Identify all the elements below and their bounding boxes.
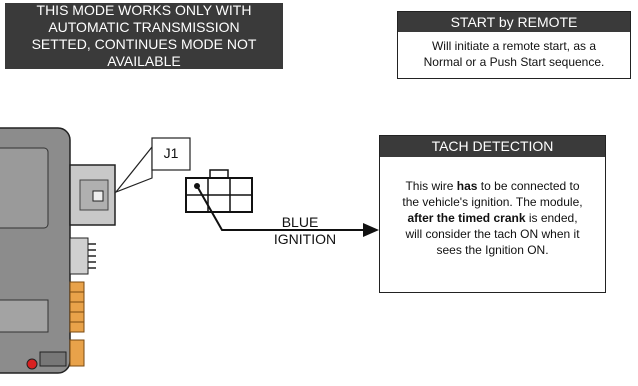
wire-function-label: IGNITION — [273, 231, 337, 247]
tach-line-5: sees the Ignition ON. — [436, 243, 549, 257]
status-led — [26, 358, 38, 370]
tach-line-2: the vehicle's ignition. The module, — [402, 195, 583, 209]
notice-line-4: AVAILABLE — [107, 53, 181, 69]
side-header-connector — [69, 237, 89, 275]
harness-plug — [185, 169, 253, 213]
orange-pin-header — [69, 281, 85, 333]
tach-line-4: will consider the tach ON when it — [405, 227, 580, 241]
tach-detection-title: TACH DETECTION — [380, 136, 605, 157]
start-remote-line-2: Normal or a Push Start sequence. — [423, 55, 605, 69]
j1-callout-pointer — [114, 145, 153, 194]
orange-pin-header-lower — [69, 339, 85, 367]
module-panel-upper — [0, 147, 49, 229]
module-panel-lower — [0, 299, 49, 333]
tach-line-1: This wire has to be connected to — [405, 179, 580, 193]
start-remote-body: Will initiate a remote start, as a Norma… — [398, 32, 630, 70]
wire-color-label: BLUE — [281, 214, 319, 230]
ignition-wire — [196, 185, 366, 231]
tach-detection-body: This wire has to be connected to the veh… — [380, 157, 605, 258]
notice-line-3: SETTED, CONTINUES MODE NOT — [31, 36, 257, 52]
wire-arrowhead — [363, 223, 379, 237]
notice-line-1: THIS MODE WORKS ONLY WITH — [36, 2, 252, 18]
transmission-notice: THIS MODE WORKS ONLY WITH AUTOMATIC TRAN… — [5, 2, 283, 69]
start-remote-title: START by REMOTE — [398, 12, 630, 32]
tach-detection-card: TACH DETECTION This wire has to be conne… — [379, 135, 606, 293]
notice-line-2: AUTOMATIC TRANSMISSION — [48, 19, 240, 35]
start-remote-line-1: Will initiate a remote start, as a — [431, 39, 597, 53]
j1-connector-pin — [92, 190, 104, 202]
j1-callout-box — [151, 137, 191, 171]
module-bottom-block — [39, 351, 67, 367]
j1-label: J1 — [163, 145, 179, 161]
remote-starter-module — [0, 127, 116, 374]
start-remote-card: START by REMOTE Will initiate a remote s… — [397, 11, 631, 79]
tach-line-3: after the timed crank is ended, — [407, 211, 578, 225]
